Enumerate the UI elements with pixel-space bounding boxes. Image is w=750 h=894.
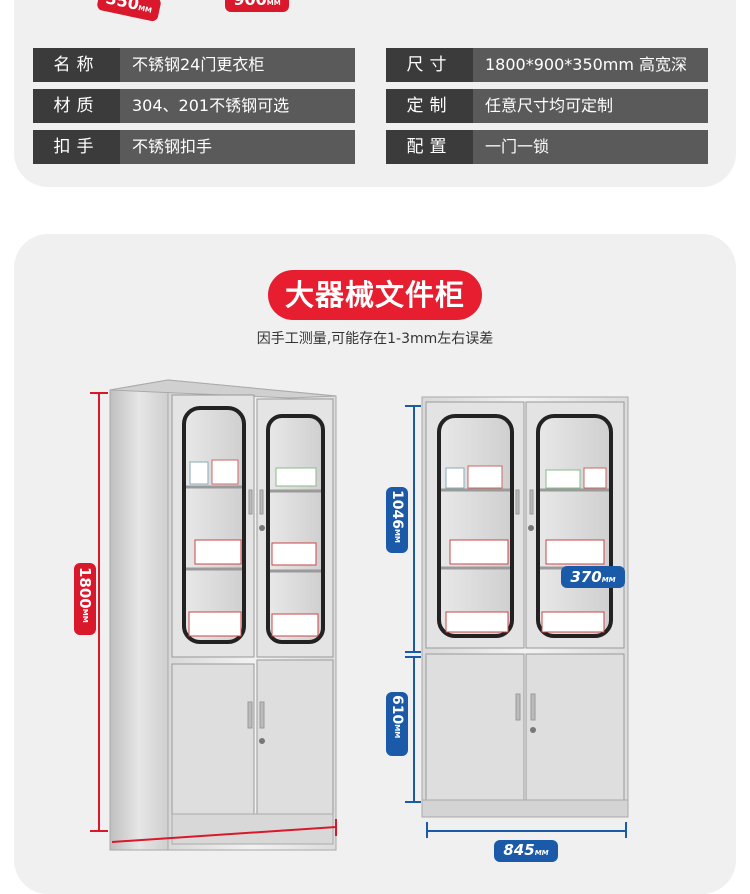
spec-row-name: 名称 不锈钢24门更衣柜 bbox=[33, 48, 355, 82]
spec-value: 不锈钢扣手 bbox=[120, 130, 355, 164]
dimension-tick bbox=[405, 651, 421, 653]
spec-value: 任意尺寸均可定制 bbox=[473, 89, 708, 123]
measurement-note: 因手工测量,可能存在1-3mm左右误差 bbox=[256, 331, 494, 347]
spec-row-handle: 扣手 不锈钢扣手 bbox=[33, 130, 355, 164]
height-dimension-line bbox=[98, 392, 100, 832]
spec-value: 304、201不锈钢可选 bbox=[120, 89, 355, 123]
dimension-tick bbox=[90, 392, 108, 394]
width-line bbox=[426, 830, 626, 832]
dimension-tick bbox=[90, 830, 108, 832]
dimension-tick bbox=[426, 822, 428, 838]
product-title: 大器械文件柜 bbox=[268, 270, 482, 320]
spec-row-custom: 定制 任意尺寸均可定制 bbox=[386, 89, 708, 123]
width-tag: 845MM bbox=[494, 840, 558, 862]
spec-value: 1800*900*350mm 高宽深 bbox=[473, 48, 708, 82]
depth-tag: 370MM bbox=[561, 566, 625, 588]
cabinet-perspective-image bbox=[109, 379, 337, 851]
width-badge-right: 900MM bbox=[225, 0, 289, 12]
height-total-tag: 1800MM bbox=[74, 563, 96, 635]
spec-row-size: 尺寸 1800*900*350mm 高宽深 bbox=[386, 48, 708, 82]
lower-height-line bbox=[413, 656, 415, 802]
lower-height-tag: 610MM bbox=[386, 692, 408, 756]
spec-label: 尺寸 bbox=[386, 48, 473, 82]
dimension-tick bbox=[405, 656, 421, 658]
width-dimension-line bbox=[111, 819, 337, 843]
dimension-tick bbox=[405, 405, 421, 407]
spec-value: 一门一锁 bbox=[473, 130, 708, 164]
spec-row-material: 材质 304、201不锈钢可选 bbox=[33, 89, 355, 123]
spec-label: 名称 bbox=[33, 48, 120, 82]
upper-height-line bbox=[413, 405, 415, 651]
dimension-tick bbox=[405, 801, 421, 803]
spec-label: 扣手 bbox=[33, 130, 120, 164]
spec-row-config: 配置 一门一锁 bbox=[386, 130, 708, 164]
upper-height-tag: 1046MM bbox=[386, 487, 408, 553]
cabinet-front-image bbox=[421, 396, 629, 818]
dimension-tick bbox=[625, 822, 627, 838]
spec-label: 配置 bbox=[386, 130, 473, 164]
spec-label: 定制 bbox=[386, 89, 473, 123]
spec-label: 材质 bbox=[33, 89, 120, 123]
spec-value: 不锈钢24门更衣柜 bbox=[120, 48, 355, 82]
